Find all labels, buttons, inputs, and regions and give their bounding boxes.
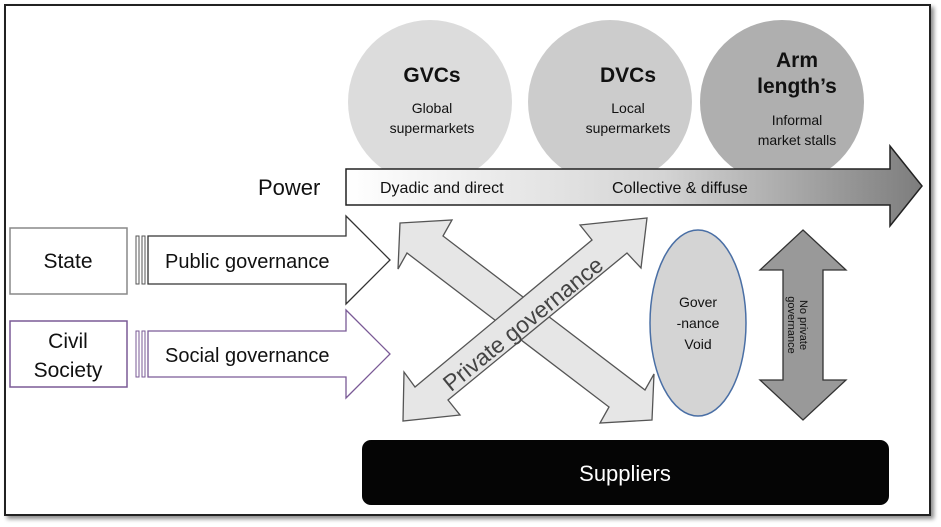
- social-governance-label: Social governance: [165, 345, 330, 367]
- private-arrow-bl-tr: [402, 217, 648, 422]
- civil-society-label-line1: Civil: [48, 330, 88, 353]
- arm-length-title-line2: length’s: [757, 75, 837, 98]
- arm-length-title-line1: Arm: [776, 49, 818, 72]
- public-governance-arrow: Public governance: [135, 214, 391, 306]
- public-governance-label: Public governance: [165, 251, 330, 273]
- suppliers-label: Suppliers: [579, 461, 671, 486]
- gvc-title: GVCs: [403, 64, 460, 87]
- suppliers-bar: [362, 440, 889, 505]
- arm-length-circle: [700, 20, 864, 184]
- gvc-subtitle-line1: Global: [412, 100, 452, 116]
- power-label: Power: [258, 175, 320, 200]
- power-left-text: Dyadic and direct: [380, 180, 504, 197]
- void-label-line1: Gover: [679, 294, 717, 310]
- social-governance-arrow: Social governance: [135, 308, 391, 400]
- no-private-governance-arrow: [758, 229, 848, 421]
- state-box: [9, 227, 128, 295]
- dvc-circle: [528, 20, 692, 184]
- civil-society-box: [9, 320, 128, 388]
- arm-length-subtitle-line2: market stalls: [758, 132, 837, 148]
- void-label-line3: Void: [684, 336, 711, 352]
- value-chain-circles: GVCs Global supermarkets DVCs Local supe…: [348, 20, 864, 184]
- governance-void-ellipse: [649, 229, 747, 417]
- power-arrow: [345, 143, 923, 229]
- state-label: State: [43, 250, 92, 273]
- no-private-label-line1: No private: [797, 300, 809, 350]
- arm-length-subtitle-line1: Informal: [772, 112, 823, 128]
- gvc-circle: [348, 20, 512, 184]
- dvc-subtitle-line1: Local: [611, 100, 644, 116]
- dvc-title: DVCs: [600, 64, 656, 87]
- no-private-label-line2: governance: [785, 296, 797, 354]
- gvc-subtitle-line2: supermarkets: [390, 120, 475, 136]
- void-label-line2: -nance: [677, 315, 720, 331]
- power-right-text: Collective & diffuse: [612, 180, 748, 197]
- civil-society-label-line2: Society: [34, 359, 103, 382]
- dvc-subtitle-line2: supermarkets: [586, 120, 671, 136]
